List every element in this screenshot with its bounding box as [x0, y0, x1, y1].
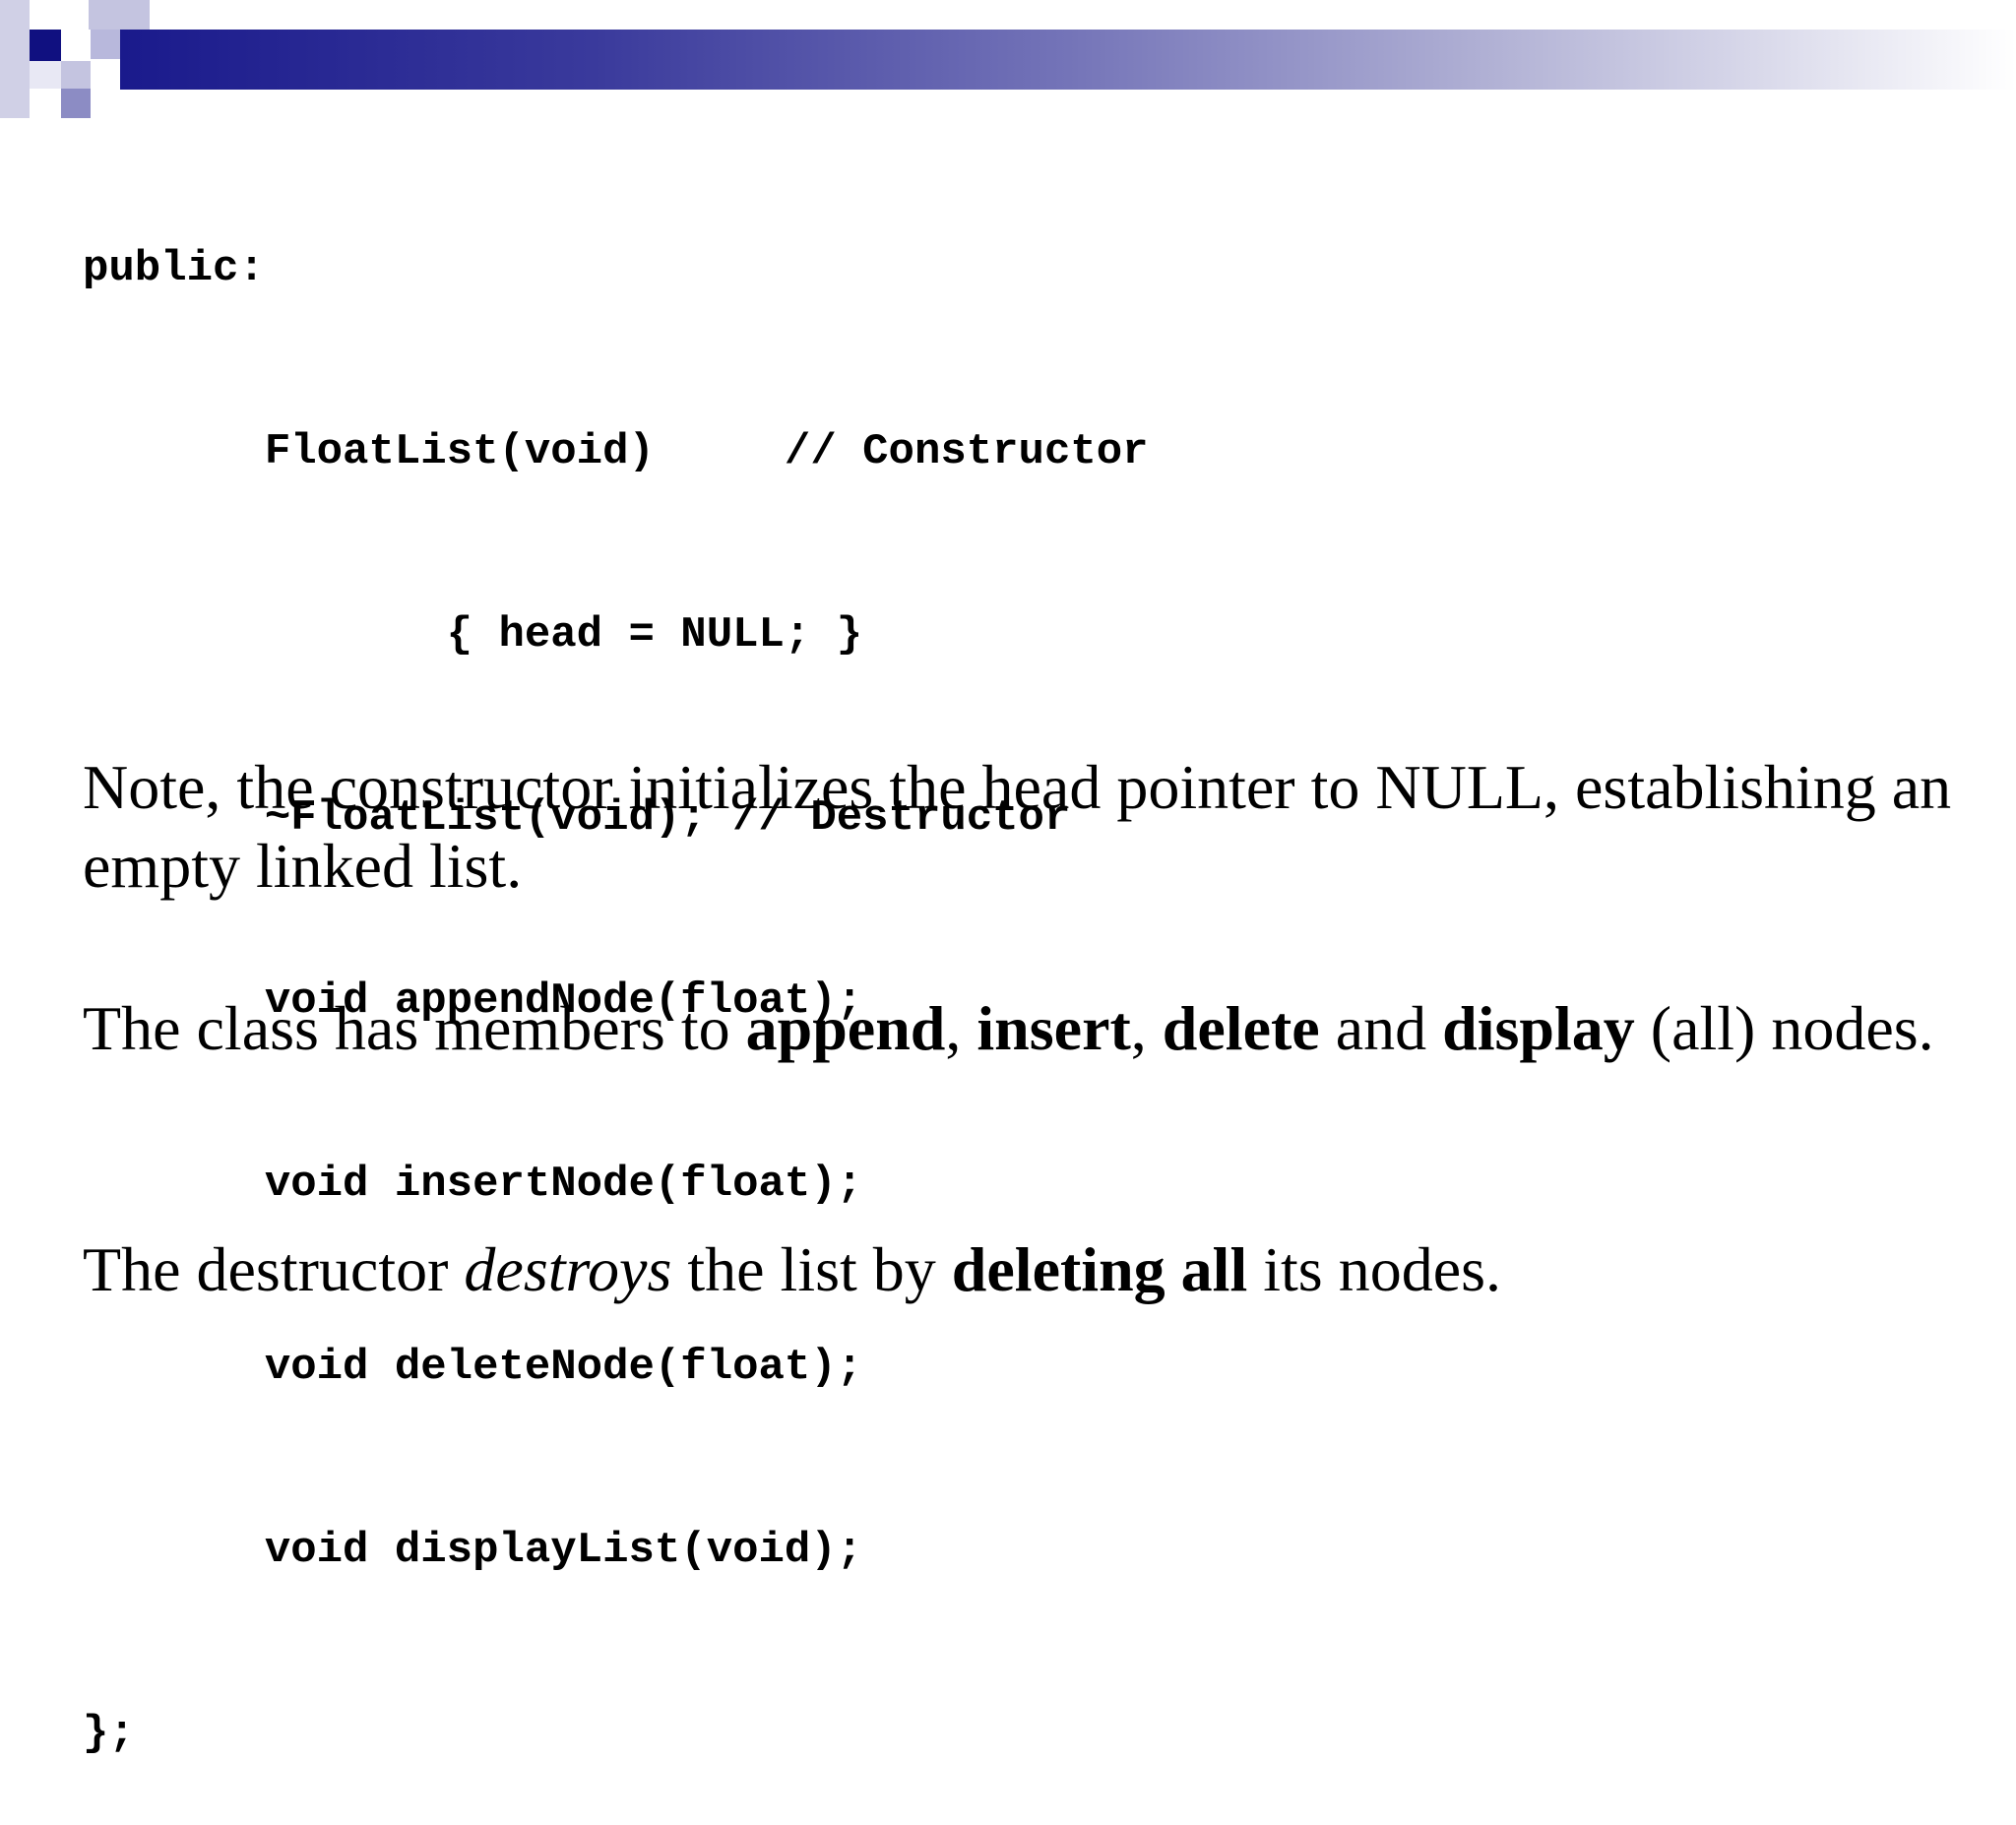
emphasis-deleting-all: deleting all	[951, 1234, 1248, 1304]
note-text: and	[1319, 993, 1443, 1063]
note-text: the list by	[671, 1234, 952, 1304]
code-line: void insertNode(float);	[83, 1160, 863, 1209]
header-square	[30, 30, 61, 61]
note-text: The destructor	[83, 1234, 465, 1304]
code-line: ~FloatList(void); // Destructor	[83, 793, 1071, 843]
code-line: { head = NULL; }	[83, 610, 863, 660]
code-line: void appendNode(float);	[83, 976, 863, 1026]
note-text: ,	[945, 993, 977, 1063]
code-line: };	[83, 1709, 135, 1758]
emphasis-append: append	[745, 993, 946, 1063]
emphasis-display: display	[1442, 993, 1635, 1063]
note-text: (all) nodes.	[1634, 993, 1934, 1063]
code-line: void displayList(void);	[83, 1526, 863, 1575]
note-members: The class has members to append, insert,…	[83, 989, 1953, 1068]
header-gradient-bar	[120, 30, 2016, 90]
header-square	[61, 89, 91, 118]
note-text: its nodes.	[1247, 1234, 1501, 1304]
note-text: The class has members to	[83, 993, 746, 1063]
header-square	[61, 61, 91, 89]
emphasis-insert: insert	[976, 993, 1131, 1063]
note-constructor: Note, the constructor initializes the he…	[83, 748, 1953, 906]
code-line: FloatList(void) // Constructor	[83, 427, 1149, 476]
header-square	[0, 0, 30, 118]
note-destructor: The destructor destroys the list by dele…	[83, 1230, 1953, 1309]
header-square	[91, 30, 120, 59]
note-text: Note, the constructor initializes the he…	[83, 752, 1952, 901]
code-line: void deleteNode(float);	[83, 1343, 863, 1392]
emphasis-destroys: destroys	[464, 1234, 672, 1304]
code-line: public:	[83, 244, 265, 293]
note-text: ,	[1130, 993, 1163, 1063]
emphasis-delete: delete	[1162, 993, 1320, 1063]
header-square	[89, 0, 150, 30]
code-block: public: FloatList(void) // Constructor {…	[83, 116, 1149, 1825]
header-square	[30, 61, 61, 89]
